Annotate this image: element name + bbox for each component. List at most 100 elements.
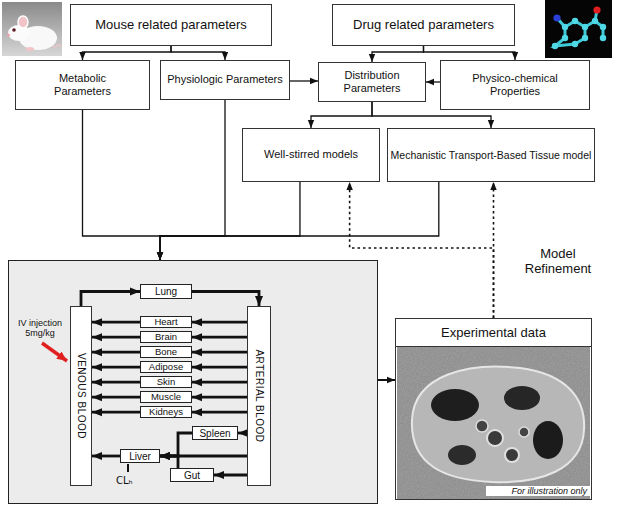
image-noise xyxy=(397,347,590,499)
organ-box: Bone xyxy=(140,346,192,358)
blood-flow-arrow xyxy=(160,433,192,456)
node-label: Lung xyxy=(155,286,177,297)
node-label: Kidneys xyxy=(149,407,183,417)
parameter-group-box: Mouse related parameters xyxy=(70,4,272,46)
clearance-leader xyxy=(127,464,129,472)
node-label: Brain xyxy=(155,332,177,342)
mouse-nose xyxy=(7,34,10,37)
parameter-box: Metabolic Parameters xyxy=(15,60,150,110)
blood-flow-arrow xyxy=(92,336,140,339)
flow-arrow xyxy=(290,80,318,81)
organ-box: Liver xyxy=(120,449,160,463)
organ-box: Skin xyxy=(140,376,192,388)
clearance-label: CLₕ xyxy=(116,475,146,487)
node-label: Skin xyxy=(157,377,175,387)
node-label: Metabolic Parameters xyxy=(48,72,118,98)
dose-note: IV injection 5mg/kg xyxy=(13,318,67,339)
blood-flow-arrow xyxy=(92,366,140,369)
annotation-text: Model Refinement xyxy=(520,247,596,277)
data-panel: Experimental data xyxy=(395,318,592,500)
blood-flow-arrow xyxy=(92,381,140,384)
organ-shadow xyxy=(431,389,479,421)
pbpk-model-panel: VENOUS BLOOD LungHeartBrainBoneAdiposeSki… xyxy=(8,260,378,504)
image-ground xyxy=(397,347,590,499)
organ-box: Gut xyxy=(170,468,214,482)
injection-arrow xyxy=(42,343,67,361)
organ-box: Brain xyxy=(140,331,192,343)
blood-flow-arrow xyxy=(192,336,247,339)
blood-flow-arrow xyxy=(192,321,247,324)
model-box: Well-stirred models xyxy=(242,128,380,182)
flow-arrow xyxy=(83,46,172,60)
gut-loop xyxy=(519,427,529,437)
experimental-image xyxy=(397,347,590,499)
node-label: Drug related parameters xyxy=(353,17,494,33)
parameter-box: Distribution Parameters xyxy=(318,62,426,102)
flow-arrow xyxy=(160,182,300,260)
molecule-bonds xyxy=(555,10,603,46)
organ-box: Muscle xyxy=(140,391,192,403)
flow-arrow xyxy=(372,46,424,62)
blood-flow-arrow xyxy=(92,455,120,458)
panel-ground xyxy=(8,260,378,504)
node-label: Mechanistic Transport-Based Tissue model xyxy=(391,149,592,162)
flow-arrow xyxy=(424,46,516,60)
blood-flow-arrow xyxy=(214,474,247,477)
parameter-box: Physico-chemical Properties xyxy=(440,60,590,110)
flow-arrow xyxy=(83,110,161,260)
organ-box: Adipose xyxy=(140,361,192,373)
parameter-group-box: Drug related parameters xyxy=(332,4,515,46)
node-label: Physiologic Parameters xyxy=(167,73,283,86)
flow-arrow xyxy=(311,102,372,128)
flow-arrow xyxy=(171,46,225,60)
gut-loop xyxy=(476,420,488,432)
organ-shadow xyxy=(448,445,476,465)
blood-flow-arrow xyxy=(192,396,247,399)
blood-flow-arrow xyxy=(192,411,247,414)
node-label: Heart xyxy=(154,317,177,327)
mouse-photo xyxy=(2,2,62,56)
node-label: ARTERIAL BLOOD xyxy=(253,349,265,442)
blood-flow-arrow xyxy=(92,396,140,399)
nitrogen-atom xyxy=(553,14,560,21)
node-label: Distribution Parameters xyxy=(337,69,407,95)
body-section xyxy=(412,367,584,483)
node-label: Adipose xyxy=(149,362,183,372)
photo-ground xyxy=(2,2,62,56)
mouse-ear xyxy=(18,16,28,28)
mouse-head xyxy=(8,25,30,41)
node-label: Experimental data xyxy=(396,319,591,347)
organ-box: Heart xyxy=(140,316,192,328)
organ-box: Kidneys xyxy=(140,406,192,418)
parameter-box: Physiologic Parameters xyxy=(160,60,290,100)
node-label: Mouse related parameters xyxy=(95,17,247,33)
blood-flow-arrow xyxy=(192,292,259,307)
organ-shadow xyxy=(533,421,563,459)
molecule-model xyxy=(545,0,612,58)
oxygen-atom xyxy=(593,6,600,13)
node-label: Spleen xyxy=(199,428,230,439)
blood-flow-arrow xyxy=(92,351,140,354)
node-label: Muscle xyxy=(151,392,181,402)
blood-flow-arrow xyxy=(92,411,140,414)
flow-arrow xyxy=(426,81,440,82)
gut-loop xyxy=(505,448,519,462)
mouse-paw xyxy=(26,47,34,51)
blood-flow-arrow xyxy=(160,456,178,468)
blood-pool: VENOUS BLOOD xyxy=(70,306,92,486)
node-label: Well-stirred models xyxy=(264,148,358,161)
blood-flow-arrow xyxy=(192,351,247,354)
blood-flow-arrow xyxy=(238,432,247,435)
molecule-atoms xyxy=(552,18,606,49)
blood-flow-arrow xyxy=(81,292,140,307)
node-label: Gut xyxy=(184,470,200,481)
molecule-ground xyxy=(545,0,612,58)
mouse-eye xyxy=(12,28,16,32)
watermark: For illustration only xyxy=(486,486,590,496)
organ-box: Lung xyxy=(140,284,192,299)
blood-flow-arrow xyxy=(92,321,140,324)
model-box: Mechanistic Transport-Based Tissue model xyxy=(387,128,596,182)
node-label: Liver xyxy=(129,451,151,462)
organ-box: Spleen xyxy=(192,426,238,440)
blood-flow-arrow xyxy=(192,381,247,384)
